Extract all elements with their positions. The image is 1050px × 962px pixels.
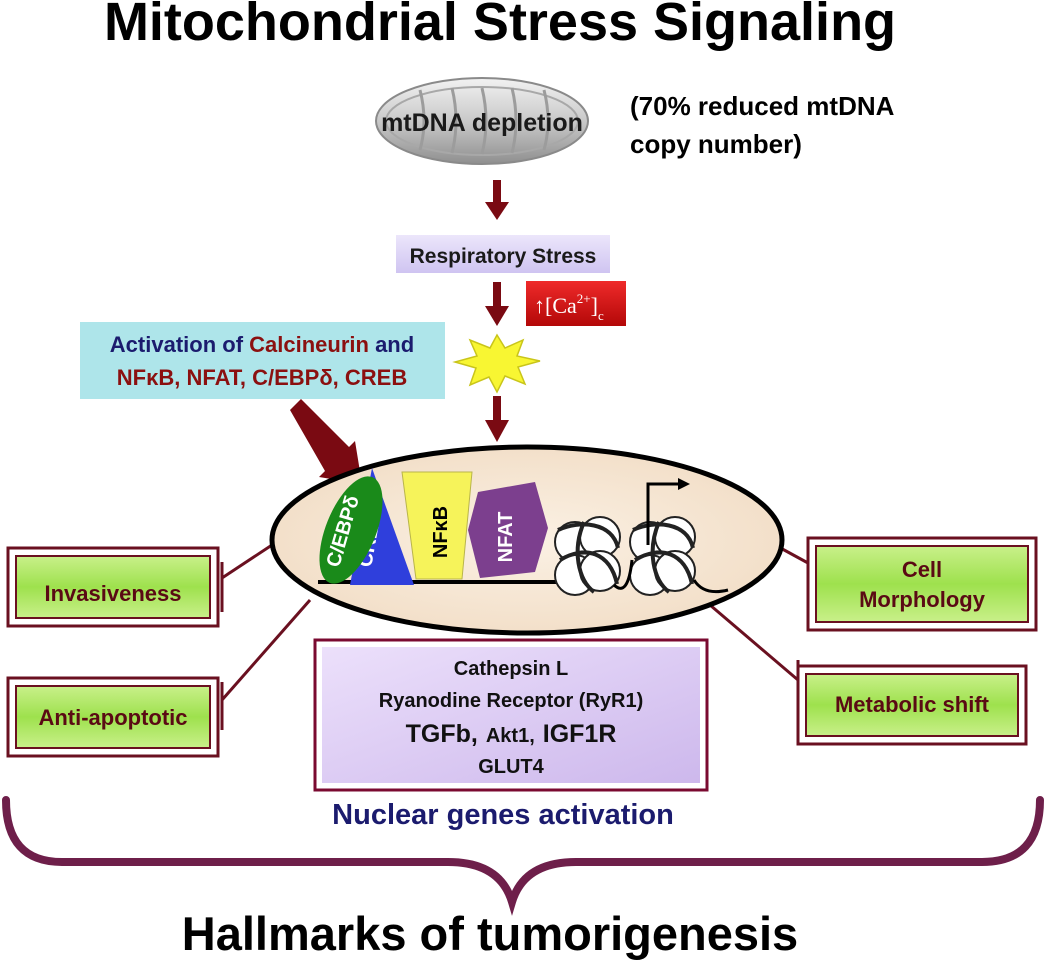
diagram-title: Mitochondrial Stress Signaling <box>104 0 896 52</box>
respiratory-stress-label: Respiratory Stress <box>410 245 597 268</box>
gene-glut4: GLUT4 <box>478 756 544 778</box>
gene-growth-factors: TGFb,Akt1,IGF1R <box>406 720 617 748</box>
nucleosome-right <box>629 516 696 596</box>
respiratory-stress-box <box>396 235 610 273</box>
nfat-factor <box>468 482 548 578</box>
transcription-start-arrow <box>646 478 690 545</box>
invasiveness-label: Invasiveness <box>45 581 182 606</box>
nfkb-label: NFκB <box>430 506 452 558</box>
dna-tail <box>612 559 729 594</box>
gene-ryanodine: Ryanodine Receptor (RyR1) <box>379 690 644 712</box>
cell-morphology-label-1: Cell <box>902 557 942 582</box>
calcium-badge <box>526 281 626 326</box>
arrow-signal-to-nucleus <box>485 396 509 442</box>
calcium-signal-starburst <box>452 333 541 394</box>
activation-box <box>80 322 445 399</box>
metabolic-shift-box <box>796 664 1028 746</box>
arrow-stress-to-signal <box>485 282 509 326</box>
cebp-factor <box>319 476 383 584</box>
hallmarks-brace <box>2 796 1044 916</box>
cell-morphology-label-2: Morphology <box>859 587 986 612</box>
calcium-label: ↑[Ca2+]c <box>534 291 604 323</box>
mtdna-note-line2: copy number) <box>630 129 802 159</box>
metabolic-shift-label: Metabolic shift <box>835 692 990 717</box>
genes-box <box>313 638 709 792</box>
hallmarks-label: Hallmarks of tumorigenesis <box>182 907 798 960</box>
activation-line2: NFκB, NFAT, C/EBPδ, CREB <box>117 365 407 390</box>
anti-apoptotic-box <box>6 676 220 758</box>
nfat-label: NFAT <box>495 512 517 563</box>
invasiveness-box <box>6 546 220 628</box>
arrow-mito-to-stress <box>485 180 509 220</box>
anti-apoptotic-label: Anti-apoptotic <box>38 705 187 730</box>
activation-arrow <box>290 399 362 484</box>
nucleosome-left <box>554 516 621 596</box>
mitochondrion <box>375 77 589 165</box>
mtdna-note-line1: (70% reduced mtDNA <box>630 91 895 121</box>
activation-line1: Activation of Calcineurin and <box>110 332 414 357</box>
cell-morphology-box <box>806 536 1038 632</box>
gene-cathepsin: Cathepsin L <box>454 658 568 680</box>
mtdna-depletion-label: mtDNA depletion <box>381 109 583 137</box>
nfkb-factor <box>401 471 473 580</box>
nuclear-genes-label: Nuclear genes activation <box>332 799 674 831</box>
